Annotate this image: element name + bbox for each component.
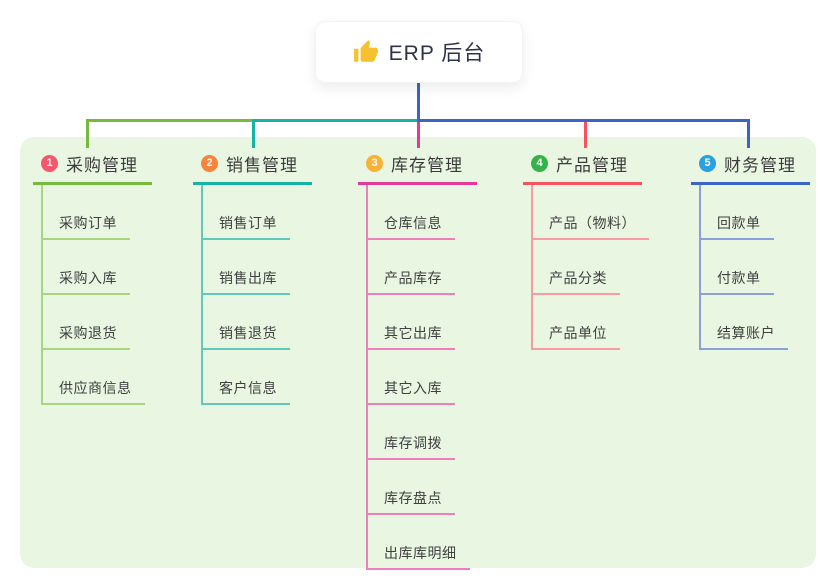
- branch-title: 销售管理: [226, 156, 298, 175]
- child-row: 产品（物料）: [533, 185, 649, 240]
- branch-column-1: 1 采购管理 采购订单 采购入库 采购退货 供应商信息: [33, 151, 152, 405]
- root-stem-line: [417, 83, 420, 121]
- branch-title: 产品管理: [556, 156, 628, 175]
- child-node[interactable]: 产品（物料）: [533, 213, 649, 240]
- child-node[interactable]: 付款单: [701, 268, 774, 295]
- child-node[interactable]: 出库库明细: [368, 543, 470, 570]
- child-node[interactable]: 产品库存: [368, 268, 455, 295]
- child-node[interactable]: 库存盘点: [368, 488, 455, 515]
- child-node[interactable]: 销售订单: [203, 213, 290, 240]
- child-row: 销售出库: [203, 240, 290, 295]
- child-row: 采购入库: [43, 240, 145, 295]
- child-node[interactable]: 销售退货: [203, 323, 290, 350]
- branch-title: 财务管理: [724, 156, 796, 175]
- branch-number-badge: 2: [201, 155, 218, 172]
- child-node[interactable]: 销售出库: [203, 268, 290, 295]
- branch-column-4: 4 产品管理 产品（物料） 产品分类 产品单位: [523, 151, 649, 350]
- branches-panel: [20, 137, 816, 568]
- child-node[interactable]: 产品单位: [533, 323, 620, 350]
- child-row: 库存调拨: [368, 405, 470, 460]
- child-row: 出库库明细: [368, 515, 470, 570]
- hline-segment-2: [252, 119, 420, 122]
- child-node[interactable]: 库存调拨: [368, 433, 455, 460]
- hline-segment-1: [86, 119, 255, 122]
- branch-children: 采购订单 采购入库 采购退货 供应商信息: [41, 185, 145, 405]
- root-label: ERP 后台: [388, 42, 486, 65]
- branch-children: 回款单 付款单 结算账户: [699, 185, 788, 350]
- child-row: 销售退货: [203, 295, 290, 350]
- branch-column-5: 5 财务管理 回款单 付款单 结算账户: [691, 151, 810, 350]
- branch-drop-line-1: [86, 119, 89, 148]
- child-row: 库存盘点: [368, 460, 470, 515]
- branch-drop-line-5: [747, 119, 750, 148]
- child-node[interactable]: 采购订单: [43, 213, 130, 240]
- child-row: 仓库信息: [368, 185, 470, 240]
- hline-segment-3: [417, 119, 750, 122]
- child-node[interactable]: 供应商信息: [43, 378, 145, 405]
- child-node[interactable]: 其它入库: [368, 378, 455, 405]
- branch-node[interactable]: 5 财务管理: [691, 151, 810, 185]
- branch-node[interactable]: 1 采购管理: [33, 151, 152, 185]
- branch-drop-line-2: [252, 119, 255, 148]
- child-node[interactable]: 采购入库: [43, 268, 130, 295]
- root-node[interactable]: ERP 后台: [315, 21, 523, 83]
- branch-children: 仓库信息 产品库存 其它出库 其它入库 库存调拨 库存盘点 出库库明细: [366, 185, 470, 570]
- child-node[interactable]: 其它出库: [368, 323, 455, 350]
- child-row: 结算账户: [701, 295, 788, 350]
- branch-children: 产品（物料） 产品分类 产品单位: [531, 185, 649, 350]
- child-node[interactable]: 产品分类: [533, 268, 620, 295]
- branch-title: 库存管理: [391, 156, 463, 175]
- branch-number-badge: 4: [531, 155, 548, 172]
- child-row: 客户信息: [203, 350, 290, 405]
- branch-number-badge: 5: [699, 155, 716, 172]
- child-node[interactable]: 客户信息: [203, 378, 290, 405]
- child-row: 产品单位: [533, 295, 649, 350]
- thumbs-up-icon: [353, 40, 378, 62]
- child-row: 供应商信息: [43, 350, 145, 405]
- branch-drop-line-3: [417, 119, 420, 148]
- child-row: 付款单: [701, 240, 788, 295]
- child-node[interactable]: 结算账户: [701, 323, 788, 350]
- child-row: 产品库存: [368, 240, 470, 295]
- branch-column-2: 2 销售管理 销售订单 销售出库 销售退货 客户信息: [193, 151, 312, 405]
- branch-number-badge: 3: [366, 155, 383, 172]
- branch-drop-line-4: [584, 119, 587, 148]
- child-row: 采购订单: [43, 185, 145, 240]
- child-row: 回款单: [701, 185, 788, 240]
- branch-column-3: 3 库存管理 仓库信息 产品库存 其它出库 其它入库 库存调拨 库存盘点 出库库…: [358, 151, 477, 570]
- branch-children: 销售订单 销售出库 销售退货 客户信息: [201, 185, 290, 405]
- branch-number-badge: 1: [41, 155, 58, 172]
- branch-title: 采购管理: [66, 156, 138, 175]
- child-row: 产品分类: [533, 240, 649, 295]
- child-row: 其它出库: [368, 295, 470, 350]
- branch-node[interactable]: 3 库存管理: [358, 151, 477, 185]
- child-row: 采购退货: [43, 295, 145, 350]
- child-row: 销售订单: [203, 185, 290, 240]
- branch-node[interactable]: 4 产品管理: [523, 151, 642, 185]
- branch-node[interactable]: 2 销售管理: [193, 151, 312, 185]
- child-node[interactable]: 采购退货: [43, 323, 130, 350]
- child-row: 其它入库: [368, 350, 470, 405]
- child-node[interactable]: 仓库信息: [368, 213, 455, 240]
- child-node[interactable]: 回款单: [701, 213, 774, 240]
